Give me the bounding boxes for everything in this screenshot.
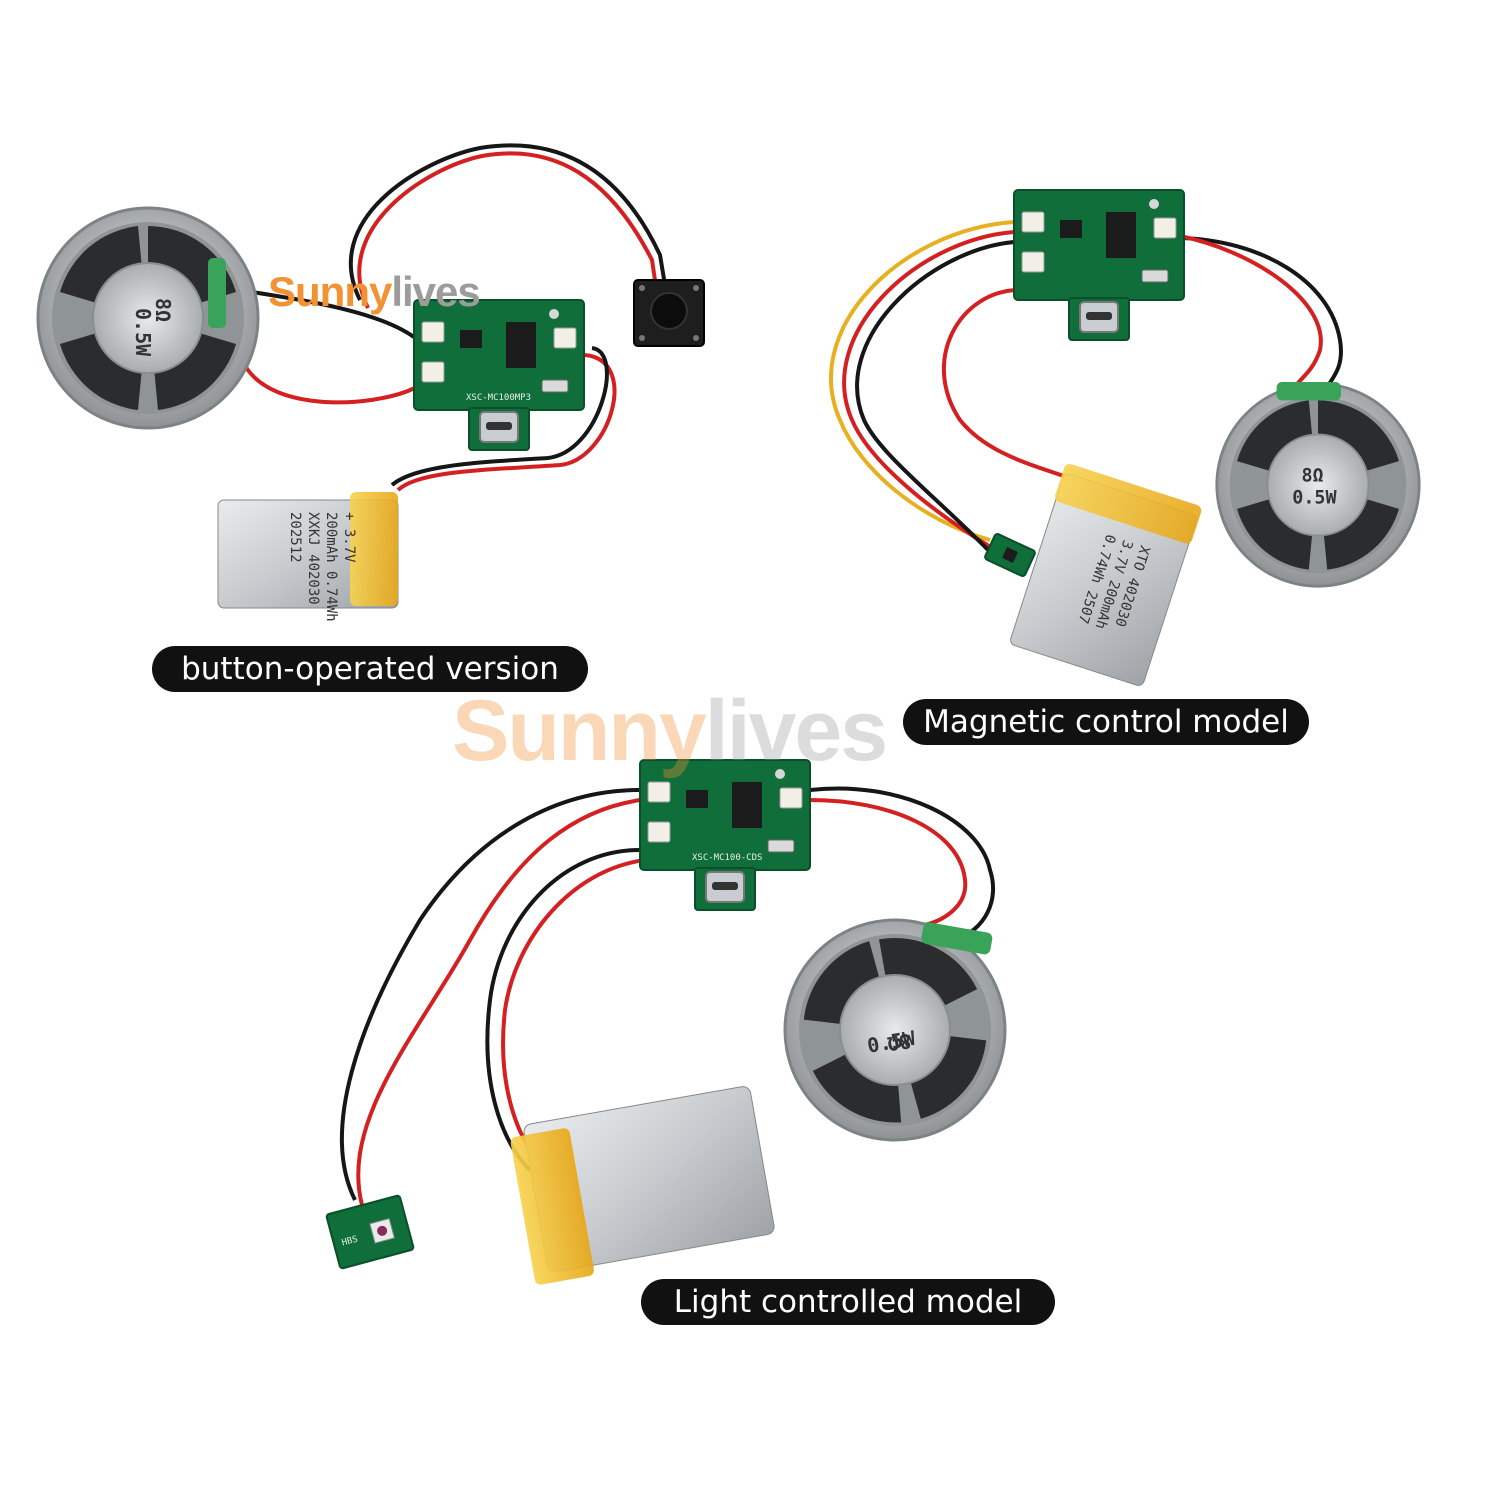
speaker-wire-red <box>235 329 422 405</box>
caption-light-version: Light controlled model <box>641 1279 1055 1325</box>
battery-wire-red-3 <box>501 858 646 1164</box>
pcb-button-label: XSC-MC100MP3 <box>466 393 531 403</box>
sensor-wire-yellow <box>829 220 1015 542</box>
battery-button-version: + 3.7V 200mAh 0.74Wh XXKJ 402030 202512 <box>217 492 399 622</box>
watermark-large-part-2: lives <box>704 683 888 779</box>
light-version-group: XSC-MC100-CDS 8Ω 0.5W HBS <box>325 759 1024 1285</box>
tactile-switch <box>633 279 705 347</box>
switch-wire-red <box>357 151 658 309</box>
pcb-button: XSC-MC100MP3 <box>413 299 585 451</box>
light-sensor-label: HBS <box>341 1235 359 1249</box>
speaker-top-left: 8Ω 0.5W <box>36 206 260 430</box>
speaker-top-right: 8Ω 0.5W <box>1215 381 1421 588</box>
sensor-wire-red-3 <box>356 798 641 1206</box>
pcb-magnetic <box>1013 189 1185 341</box>
speaker-bottom: 8Ω 0.5W <box>766 901 1024 1159</box>
battery-line-1: + 3.7V <box>341 512 357 563</box>
speaker-wire-red-3 <box>809 798 968 927</box>
watermark-part-1: Sunny <box>268 268 392 315</box>
light-sensor: HBS <box>325 1194 415 1270</box>
caption-magnetic-version: Magnetic control model <box>903 699 1309 745</box>
caption-button-version: button-operated version <box>152 646 588 692</box>
battery-line-3: XXKJ 402030 <box>305 512 321 605</box>
pcb-light: XSC-MC100-CDS <box>639 759 811 911</box>
brand-watermark-small: Sunnylives <box>268 268 481 316</box>
speaker-mag-impedance: 8Ω <box>1301 465 1323 486</box>
magnetic-version-group: XTO 402030 3.7V 200mAh 0.74Wh 2507 8Ω 0.… <box>829 189 1421 686</box>
speaker-wire-black-2 <box>1179 236 1343 396</box>
battery-magnetic-version: XTO 402030 3.7V 200mAh 0.74Wh 2507 <box>1010 463 1202 686</box>
watermark-part-2: lives <box>391 268 480 315</box>
battery-line-4: 202512 <box>287 512 303 563</box>
button-version-group: 8Ω 0.5W XSC-MC100MP3 + 3.7V 200mAh 0.74W… <box>36 143 705 622</box>
battery-wire-black-3 <box>485 848 641 1172</box>
watermark-large-part-1: Sunny <box>452 683 707 779</box>
speaker-terminal <box>208 258 226 328</box>
battery-wire-red <box>396 353 617 492</box>
sensor-wire-black <box>855 240 1015 558</box>
speaker-mag-power: 0.5W <box>1292 487 1337 508</box>
speaker-light-impedance: 8Ω <box>885 1029 913 1057</box>
battery-line-2: 200mAh 0.74Wh <box>323 512 339 622</box>
sensor-wire-red <box>842 230 1015 550</box>
speaker-mag-terminal <box>1276 381 1341 401</box>
hall-sensor <box>984 533 1036 577</box>
pcb-light-label: XSC-MC100-CDS <box>692 853 762 863</box>
battery-wire-black <box>390 346 609 487</box>
speaker-rating-power: 0.5W <box>131 308 155 357</box>
sensor-wire-black-3 <box>340 788 641 1201</box>
speaker-wire-black <box>239 288 420 342</box>
speaker-light-terminal <box>921 922 993 955</box>
speaker-wire-black-3 <box>809 786 996 942</box>
speaker-wire-red-2 <box>1179 234 1323 396</box>
switch-wire-black <box>348 143 667 301</box>
speaker-rating-impedance: 8Ω <box>151 298 175 322</box>
brand-watermark-large: Sunnylives <box>452 682 888 781</box>
battery-light-version <box>510 1086 775 1285</box>
